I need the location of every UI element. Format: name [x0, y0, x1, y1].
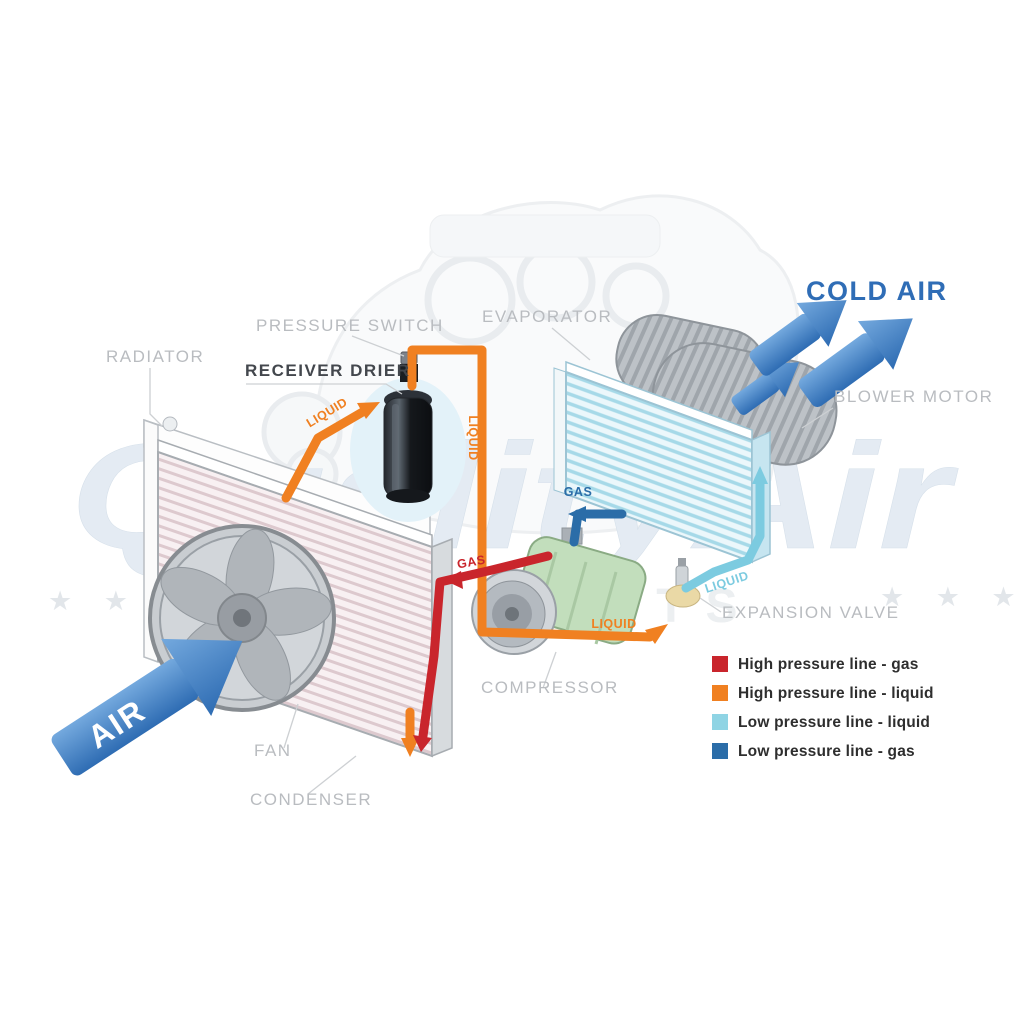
leader-evaporator [551, 327, 591, 361]
legend-row-high-gas: High pressure line - gas [712, 656, 919, 673]
leader-receiver-drier [246, 383, 403, 395]
arrow-condenser-exit [401, 738, 419, 757]
liquid-label-vertical: LIQUID [466, 415, 480, 460]
watermark-stars-right: ★ ★ ★ [880, 582, 1024, 612]
pipe-condenser-to-drier [281, 405, 371, 503]
arrow-gas-left [444, 571, 463, 589]
air-arrow-head [161, 638, 243, 716]
condenser-label: CONDENSER [250, 790, 372, 809]
fan-label: FAN [254, 741, 292, 760]
radiator-label: RADIATOR [106, 347, 204, 366]
cold-air-arrow-large [798, 318, 913, 407]
legend-label-high-liquid: High pressure line - liquid [738, 685, 934, 702]
legend-label-high-gas: High pressure line - gas [738, 656, 919, 673]
expansion-valve-label: EXPANSION VALVE [722, 603, 899, 622]
evaporator-label: EVAPORATOR [482, 307, 612, 326]
legend-label-low-gas: Low pressure line - gas [738, 743, 915, 760]
leader-compressor [542, 651, 557, 689]
blower-motor-label: BLOWER MOTOR [834, 387, 993, 406]
gas-label-low-pressure: GAS [564, 485, 593, 499]
pipe-drier-to-expansion-valve [407, 345, 655, 642]
arrow-into-evaporator [752, 466, 768, 484]
legend-swatch-high-liquid [712, 685, 728, 701]
receiver-drier-label: RECEIVER DRIER [245, 361, 411, 380]
liquid-label-to-valve: LIQUID [591, 617, 636, 631]
air-flow-arrow: AIR [51, 638, 243, 776]
leader-expansion-valve [699, 597, 722, 613]
radiator-filler-cap [162, 416, 178, 432]
compressor-pulley-bolt [505, 607, 519, 621]
arrow-into-condenser [413, 735, 432, 752]
engine-pulley-1 [424, 254, 516, 346]
leader-radiator [149, 368, 163, 427]
legend-row-low-gas: Low pressure line - gas [712, 743, 915, 760]
cold-air-label: COLD AIR [806, 276, 948, 306]
expansion-valve-tip [678, 558, 686, 568]
leader-blower-motor [801, 407, 834, 429]
arrow-to-compressor [568, 506, 586, 522]
evaporator [553, 360, 771, 564]
engine-valve-cover [429, 214, 661, 258]
cold-air-arrows [731, 300, 913, 415]
air-arrow-shaft [51, 658, 199, 776]
legend-row-high-liquid: High pressure line - liquid [712, 685, 934, 702]
refrigerant-lines [281, 345, 768, 757]
pipe-compressor-to-condenser [418, 551, 553, 741]
pressure-switch-label: PRESSURE SWITCH [256, 316, 444, 335]
legend-swatch-low-liquid [712, 714, 728, 730]
leader-lines [149, 327, 834, 795]
leader-fan [283, 703, 299, 749]
leader-pressure-switch [351, 335, 405, 357]
legend: High pressure line - gas High pressure l… [712, 656, 934, 760]
arrow-to-expansion-valve [645, 624, 668, 644]
legend-swatch-low-gas [712, 743, 728, 759]
receiver-drier-body [383, 397, 433, 499]
receiver-drier-highlight [392, 404, 399, 492]
leader-condenser [307, 755, 357, 795]
legend-label-low-liquid: Low pressure line - liquid [738, 714, 930, 731]
fan-hub-center [233, 609, 251, 627]
legend-swatch-high-gas [712, 656, 728, 672]
legend-row-low-liquid: Low pressure line - liquid [712, 714, 930, 731]
pipe-expansion-valve-to-evaporator [681, 475, 765, 593]
evaporator-end-plate [553, 367, 567, 495]
cold-air-arrow-mid [749, 300, 847, 376]
receiver-drier-base [386, 489, 430, 503]
compressor-label: COMPRESSOR [481, 678, 619, 697]
arrow-to-drier [357, 402, 380, 419]
gas-label-high-pressure: GAS [456, 553, 487, 572]
component-labels: RADIATOR PRESSURE SWITCH RECEIVER DRIER … [106, 276, 993, 809]
